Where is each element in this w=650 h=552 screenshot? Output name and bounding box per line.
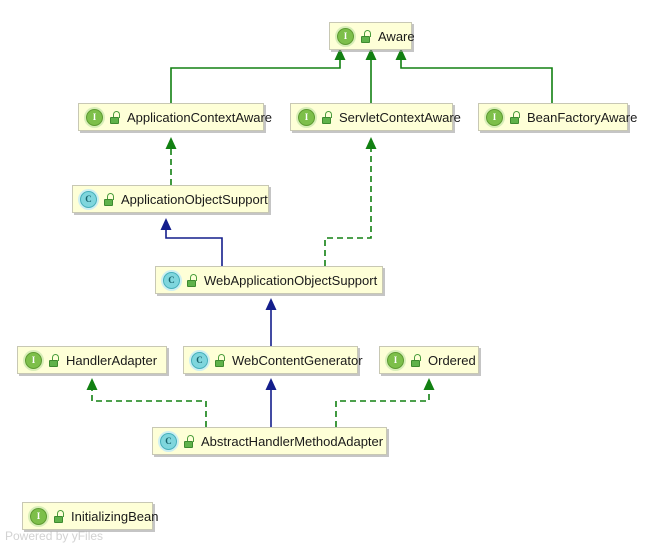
node-application-context-aware[interactable]: I ApplicationContextAware (78, 103, 272, 131)
node-initializing-bean[interactable]: I InitializingBean (22, 502, 158, 530)
public-lock-icon (110, 110, 121, 124)
node-servlet-context-aware[interactable]: I ServletContextAware (290, 103, 461, 131)
node-handler-adapter[interactable]: I HandlerAdapter (17, 346, 167, 374)
node-label: WebApplicationObjectSupport (204, 272, 378, 288)
interface-icon: I (387, 351, 404, 369)
edge-abstractHandlerMethodAdapter-to-handlerAdapter (86, 378, 207, 427)
public-lock-icon (104, 192, 115, 206)
edge-servletContextAware-to-aware (365, 48, 377, 103)
node-abstract-handler-method-adapter[interactable]: C AbstractHandlerMethodAdapter (152, 427, 387, 455)
public-lock-icon (49, 353, 60, 367)
public-lock-icon (361, 29, 372, 43)
public-lock-icon (510, 110, 521, 124)
node-label: InitializingBean (71, 508, 159, 524)
interface-icon: I (86, 108, 103, 126)
class-icon: C (191, 351, 208, 369)
edge-beanFactoryAware-to-aware (395, 48, 553, 103)
node-web-content-generator[interactable]: C WebContentGenerator (183, 346, 363, 374)
node-label: Ordered (428, 352, 476, 368)
node-label: ApplicationObjectSupport (121, 191, 268, 207)
interface-icon: I (30, 507, 47, 525)
node-label: Aware (378, 28, 415, 44)
node-ordered[interactable]: I Ordered (379, 346, 479, 374)
node-label: WebContentGenerator (232, 352, 363, 368)
class-icon: C (80, 190, 97, 208)
class-icon: C (163, 271, 180, 289)
node-aware[interactable]: I Aware (329, 22, 415, 50)
public-lock-icon (187, 273, 198, 287)
public-lock-icon (184, 434, 195, 448)
node-label: AbstractHandlerMethodAdapter (201, 433, 384, 449)
interface-icon: I (337, 27, 354, 45)
edge-webApplicationObjectSupport-to-servletContextAware (324, 137, 377, 266)
node-label: HandlerAdapter (66, 352, 158, 368)
interface-icon: I (25, 351, 42, 369)
edge-applicationObjectSupport-to-applicationContextAware (165, 137, 177, 185)
edge-abstractHandlerMethodAdapter-to-ordered (335, 378, 435, 427)
node-label: ServletContextAware (339, 109, 461, 125)
public-lock-icon (54, 509, 65, 523)
node-web-application-object-support[interactable]: C WebApplicationObjectSupport (155, 266, 383, 294)
interface-icon: I (298, 108, 315, 126)
edge-webApplicationObjectSupport-to-applicationObjectSupport (160, 218, 223, 266)
public-lock-icon (411, 353, 422, 367)
interface-icon: I (486, 108, 503, 126)
class-icon: C (160, 432, 177, 450)
yfiles-watermark: Powered by yFiles (5, 529, 104, 543)
edge-applicationContextAware-to-aware (170, 48, 346, 103)
node-bean-factory-aware[interactable]: I BeanFactoryAware (478, 103, 637, 131)
public-lock-icon (215, 353, 226, 367)
node-label: BeanFactoryAware (527, 109, 638, 125)
edge-abstractHandlerMethodAdapter-to-webContentGenerator (265, 378, 277, 427)
node-application-object-support[interactable]: C ApplicationObjectSupport (72, 185, 269, 213)
public-lock-icon (322, 110, 333, 124)
node-label: ApplicationContextAware (127, 109, 273, 125)
edge-webContentGenerator-to-webApplicationObjectSupport (265, 298, 277, 346)
